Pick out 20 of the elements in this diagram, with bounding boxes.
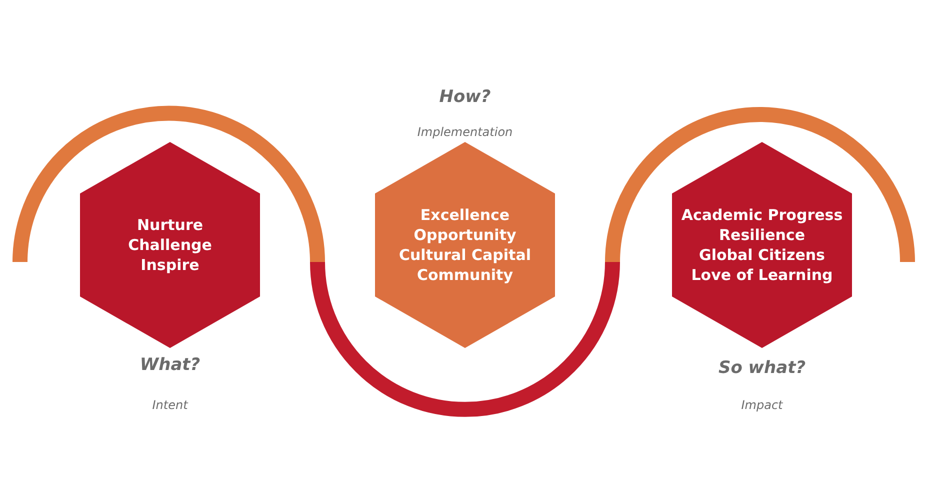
hexagon-text: Opportunity [414, 225, 516, 245]
hexagon [672, 142, 852, 348]
stage-caption: Intent [152, 398, 188, 412]
question-heading: So what? [718, 358, 806, 378]
hexagon-text: Global Citizens [699, 245, 825, 265]
hexagon-text: Nurture [136, 215, 204, 235]
hexagon-text: Academic Progress [681, 205, 843, 225]
stage-caption: Implementation [417, 125, 513, 139]
stage-caption: Impact [741, 398, 783, 412]
hexagon [375, 142, 555, 348]
hexagon-text: Cultural Capital [398, 245, 531, 265]
question-heading: What? [140, 355, 200, 375]
hexagon-text: Excellence [420, 205, 510, 225]
question-heading: How? [439, 87, 491, 107]
hexagon-text: Challenge [128, 235, 212, 255]
hexagon-text: Community [416, 265, 514, 285]
hexagon-text: Inspire [140, 255, 200, 275]
hexagon [80, 142, 260, 348]
hexagon-text: Love of Learning [691, 265, 833, 285]
hexagon-text: Resilience [719, 225, 805, 245]
